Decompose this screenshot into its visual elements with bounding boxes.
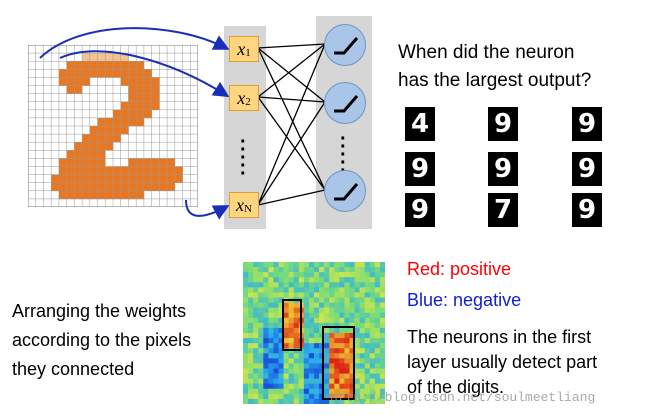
caption-line-2: according to the pixels [12,330,192,350]
weight-heatmap [243,262,385,404]
highlight-box-large [322,326,355,400]
arrow-pixel-to-xN [185,199,230,220]
pixel-grid-digit-two [28,45,198,207]
digit-glyph: 9 [493,109,513,139]
digit-glyph: 9 [410,195,430,225]
neuron-1 [324,24,366,66]
digit-thumbnail: 9 [405,152,435,186]
legend-red-positive: Red: positive [407,259,512,279]
legend-blue-negative: Blue: negative [407,290,522,310]
question-line-1: When did the neuron [398,42,575,63]
weight-lines [257,43,326,206]
digit-thumbnail: 9 [572,152,602,186]
relu-icon [334,95,359,113]
question-line-2: has the largest output? [398,70,592,91]
digit-thumbnail: 4 [405,107,435,141]
digit-glyph: 4 [410,109,430,139]
note-line-1: The neurons in the first [407,327,592,347]
digit-glyph: 9 [577,195,597,225]
digit-glyph: 7 [493,195,513,225]
digit-glyph: 9 [493,154,513,184]
input-ellipsis: ····· [240,131,247,185]
digit-thumbnail: 9 [405,193,435,227]
watermark: http://blog.csdn.net/soulmeetliang [330,390,596,405]
arrow-pixel-to-x2 [59,50,230,98]
relu-icon [334,183,359,201]
arrow-pixel-to-x1 [39,27,230,59]
digit-thumbnail: 7 [488,193,518,227]
caption-line-3: they connected [12,359,135,379]
digit-thumbnail: 9 [488,107,518,141]
digit-glyph: 9 [577,109,597,139]
note-line-2: layer usually detect part [407,352,598,372]
question-text: When did the neuron has the largest outp… [398,39,591,95]
caption-line-1: Arranging the weights [12,301,187,321]
digit-glyph: 9 [410,154,430,184]
digit-glyph: 9 [577,154,597,184]
digit-thumbnail: 9 [488,152,518,186]
note-line-3: of the digits. [407,377,505,397]
detection-note: The neurons in the first layer usually d… [407,325,597,400]
neuron-3 [324,170,366,212]
relu-icon [334,37,359,55]
neuron-2 [324,82,366,124]
neuron-ellipsis: ····· [340,128,347,181]
digit-thumbnail: 9 [572,107,602,141]
highlight-box-small [282,299,302,351]
digit-thumbnail: 9 [572,193,602,227]
weights-caption: Arranging the weights according to the p… [12,297,191,384]
